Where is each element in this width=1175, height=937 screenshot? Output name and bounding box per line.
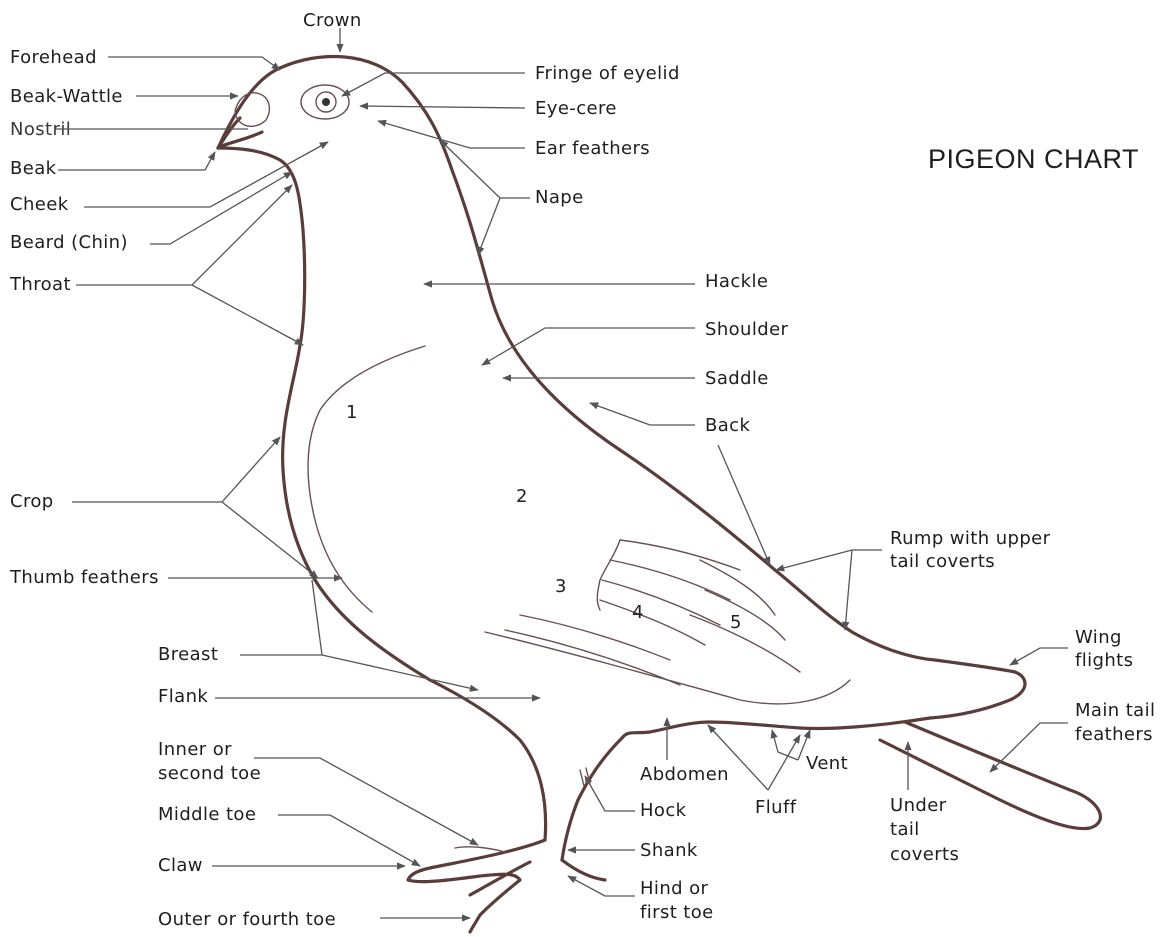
label-beak: Beak bbox=[10, 158, 57, 179]
shank-outline bbox=[562, 738, 622, 860]
label-crop: Crop bbox=[10, 491, 54, 512]
label-middle-toe: Middle toe bbox=[158, 804, 256, 825]
label-claw: Claw bbox=[158, 855, 203, 876]
label-abdomen: Abdomen bbox=[640, 764, 729, 785]
label-beak-wattle: Beak-Wattle bbox=[10, 86, 123, 107]
label-hock: Hock bbox=[640, 800, 687, 821]
label-under-tail-line2: tail bbox=[890, 819, 920, 840]
label-fluff: Fluff bbox=[755, 797, 797, 818]
chart-title: PIGEON CHART bbox=[928, 144, 1139, 174]
breast-inner-line bbox=[308, 346, 425, 612]
label-eye-cere: Eye-cere bbox=[535, 98, 617, 119]
label-under-tail-line3: coverts bbox=[890, 844, 959, 865]
label-ear-feathers: Ear feathers bbox=[535, 138, 650, 159]
label-rump-line1: Rump with upper bbox=[890, 528, 1051, 549]
label-nape: Nape bbox=[535, 187, 584, 208]
label-hackle: Hackle bbox=[705, 271, 768, 292]
label-main-tail-line2: feathers bbox=[1075, 724, 1153, 745]
label-forehead: Forehead bbox=[10, 47, 97, 68]
label-fringe-of-eyelid: Fringe of eyelid bbox=[535, 63, 680, 84]
region-number: 5 bbox=[730, 612, 741, 633]
label-crown: Crown bbox=[303, 10, 362, 31]
label-wing-flights-line2: flights bbox=[1075, 650, 1133, 671]
label-hind-toe-line1: Hind or bbox=[640, 878, 709, 899]
label-rump-line2: tail coverts bbox=[890, 551, 995, 572]
inner-toe-outline bbox=[455, 847, 505, 852]
label-inner-toe-line2: second toe bbox=[158, 763, 261, 784]
region-number: 4 bbox=[632, 602, 643, 623]
label-back: Back bbox=[705, 415, 750, 436]
tail-outline-upper bbox=[930, 672, 1025, 718]
underside-outline bbox=[622, 718, 930, 738]
label-main-tail-line1: Main tail bbox=[1075, 700, 1155, 721]
label-wing-flights-line1: Wing bbox=[1075, 627, 1122, 648]
leader-lines bbox=[54, 28, 1068, 918]
region-number: 2 bbox=[516, 486, 527, 507]
label-flank: Flank bbox=[158, 686, 208, 707]
label-hind-toe-line2: first toe bbox=[640, 902, 714, 923]
region-number: 3 bbox=[555, 576, 566, 597]
label-saddle: Saddle bbox=[705, 368, 769, 389]
region-number: 1 bbox=[346, 402, 357, 423]
label-thumb-feathers: Thumb feathers bbox=[9, 567, 159, 588]
label-throat: Throat bbox=[9, 274, 71, 295]
label-beard: Beard (Chin) bbox=[10, 232, 128, 253]
label-inner-toe-line1: Inner or bbox=[158, 739, 232, 760]
label-under-tail-line1: Under bbox=[890, 795, 947, 816]
front-outline bbox=[218, 148, 546, 840]
label-cheek: Cheek bbox=[10, 194, 69, 215]
label-shoulder: Shoulder bbox=[705, 319, 789, 340]
wattle-shape bbox=[235, 93, 269, 127]
label-outer-toe: Outer or fourth toe bbox=[158, 909, 336, 930]
label-shank: Shank bbox=[640, 840, 698, 861]
label-breast: Breast bbox=[158, 644, 218, 665]
eye-pupil bbox=[322, 98, 330, 106]
label-vent: Vent bbox=[806, 753, 848, 774]
